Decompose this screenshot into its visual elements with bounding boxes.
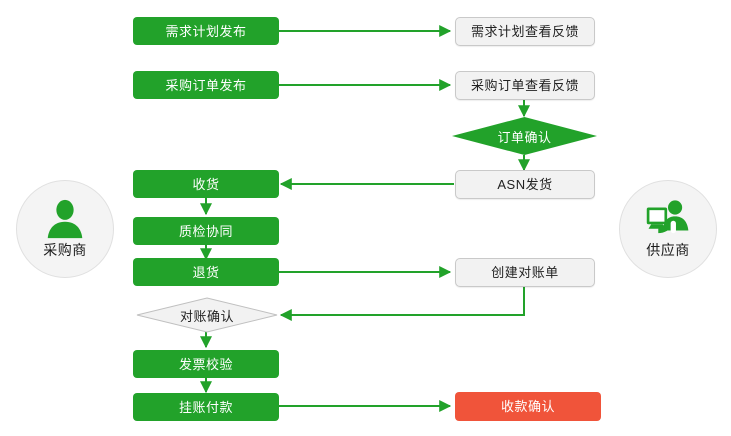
node-return-goods[interactable]: 退货 [133,258,279,286]
edge-statement-to-confirm [279,287,525,321]
node-label: 需求计划查看反馈 [470,24,579,39]
node-label: 需求计划发布 [165,23,247,39]
node-invoice-check[interactable]: 发票校验 [133,350,279,378]
node-label: 采购订单发布 [165,77,247,93]
node-label: 采购订单查看反馈 [470,78,579,93]
actor-buyer-label: 采购商 [43,241,87,258]
node-label: 收货 [192,176,220,192]
diamond-shape [136,297,278,333]
node-pending-payment[interactable]: 挂账付款 [133,393,279,421]
node-label: 订单确认 [497,129,552,145]
node-label: 发票校验 [178,356,233,372]
node-label: 退货 [192,264,220,280]
node-statement-confirm[interactable]: 对账确认 [136,297,278,333]
node-demand-plan-feedback[interactable]: 需求计划查看反馈 [455,17,595,46]
node-label: 对账确认 [179,308,234,324]
node-receive-goods[interactable]: 收货 [133,170,279,198]
actor-supplier-label: 供应商 [646,241,690,258]
diamond-shape [452,117,597,155]
node-qc-collab[interactable]: 质检协同 [133,217,279,245]
node-po-feedback[interactable]: 采购订单查看反馈 [455,71,595,100]
person-computer-icon [646,199,689,233]
node-demand-plan-publish[interactable]: 需求计划发布 [133,17,279,45]
node-label: 质检协同 [178,223,233,239]
actor-buyer: 采购商 [16,180,114,278]
node-order-confirm[interactable]: 订单确认 [452,117,597,155]
node-label: 挂账付款 [178,399,233,415]
node-receipt-confirm[interactable]: 收款确认 [455,392,601,421]
node-asn-ship[interactable]: ASN发货 [455,170,595,199]
node-label: ASN发货 [497,177,553,192]
node-create-statement[interactable]: 创建对账单 [455,258,595,287]
node-po-publish[interactable]: 采购订单发布 [133,71,279,99]
node-label: 收款确认 [500,399,555,414]
node-label: 创建对账单 [491,265,559,280]
person-icon [47,199,83,238]
actor-supplier: 供应商 [619,180,717,278]
